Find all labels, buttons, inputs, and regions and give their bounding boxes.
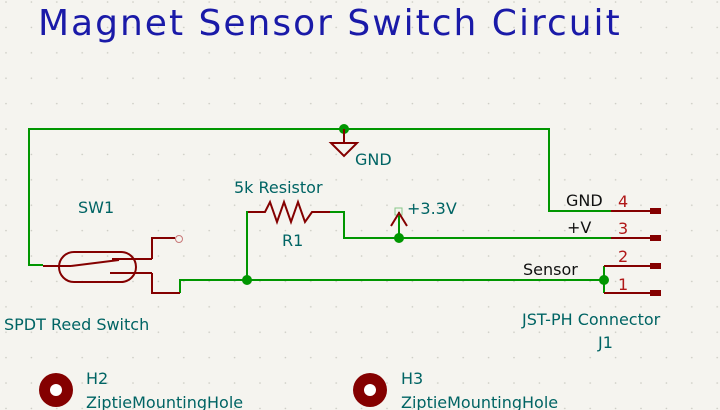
j1-value: JST-PH Connector	[521, 310, 661, 329]
mounting-hole-h3[interactable]: H3 ZiptieMountingHole	[353, 369, 558, 410]
sw1-ref: SW1	[78, 198, 114, 217]
j1-pin-1[interactable]: 1	[604, 275, 661, 296]
h2-value: ZiptieMountingHole	[86, 393, 243, 410]
mounting-hole-center	[364, 384, 376, 396]
j1-pin-4-number: 4	[618, 192, 628, 211]
connector-j1[interactable]: 4 GND 3 +V 2 1 JST-PH Connector J1	[521, 191, 661, 352]
resistor-zigzag-icon	[248, 198, 330, 226]
j1-pin-2-stub	[650, 263, 661, 269]
j1-pin-4-stub	[650, 208, 661, 214]
j1-pin-2-number: 2	[618, 247, 628, 266]
unconnected-pin-icon	[175, 235, 183, 243]
reed-contact-blade	[70, 259, 120, 267]
wire-gnd-loop	[28, 128, 611, 266]
vcc-power-symbol[interactable]: +3.3V	[390, 199, 457, 227]
net-label-sensor[interactable]: Sensor	[523, 260, 578, 279]
r1-ref: R1	[282, 231, 303, 250]
gnd-triangle-icon	[328, 142, 360, 158]
reed-lead-lower	[151, 273, 180, 294]
j1-pin-3[interactable]: 3 +V	[567, 218, 661, 241]
j1-pin-3-name: +V	[567, 218, 591, 237]
j1-pin-3-stub	[650, 235, 661, 241]
junctions	[242, 124, 609, 285]
j1-pin-3-number: 3	[618, 219, 628, 238]
vcc-label: +3.3V	[407, 199, 457, 218]
vcc-arrow-icon	[390, 211, 408, 227]
sw1-value: SPDT Reed Switch	[4, 315, 149, 334]
h3-value: ZiptieMountingHole	[401, 393, 558, 410]
h3-ref: H3	[401, 369, 423, 388]
gnd-label: GND	[355, 150, 392, 169]
mounting-hole-h2[interactable]: H2 ZiptieMountingHole	[39, 369, 243, 410]
wire-vcc	[325, 211, 611, 239]
j1-pin-1-stub	[650, 290, 661, 296]
j1-pin-4[interactable]: 4 GND	[566, 191, 661, 214]
j1-pin-4-name: GND	[566, 191, 603, 210]
mounting-hole-center	[50, 384, 62, 396]
junction-sensor-connector	[599, 275, 609, 285]
resistor-r1[interactable]: 5k Resistor R1	[234, 178, 330, 250]
reed-lead-upper	[151, 237, 175, 259]
wire-sensor	[179, 279, 604, 293]
r1-value: 5k Resistor	[234, 178, 323, 197]
j1-pin-2[interactable]: 2	[604, 247, 661, 269]
h2-ref: H2	[86, 369, 108, 388]
junction-vcc	[394, 233, 404, 243]
gnd-power-symbol[interactable]: GND	[328, 129, 392, 169]
junction-sensor-r1	[242, 275, 252, 285]
reed-switch-sw1[interactable]: SW1 SPDT Reed Switch	[4, 198, 183, 334]
j1-ref: J1	[597, 333, 613, 352]
j1-pin-1-number: 1	[618, 275, 628, 294]
schematic-title: Magnet Sensor Switch Circuit	[38, 3, 622, 44]
